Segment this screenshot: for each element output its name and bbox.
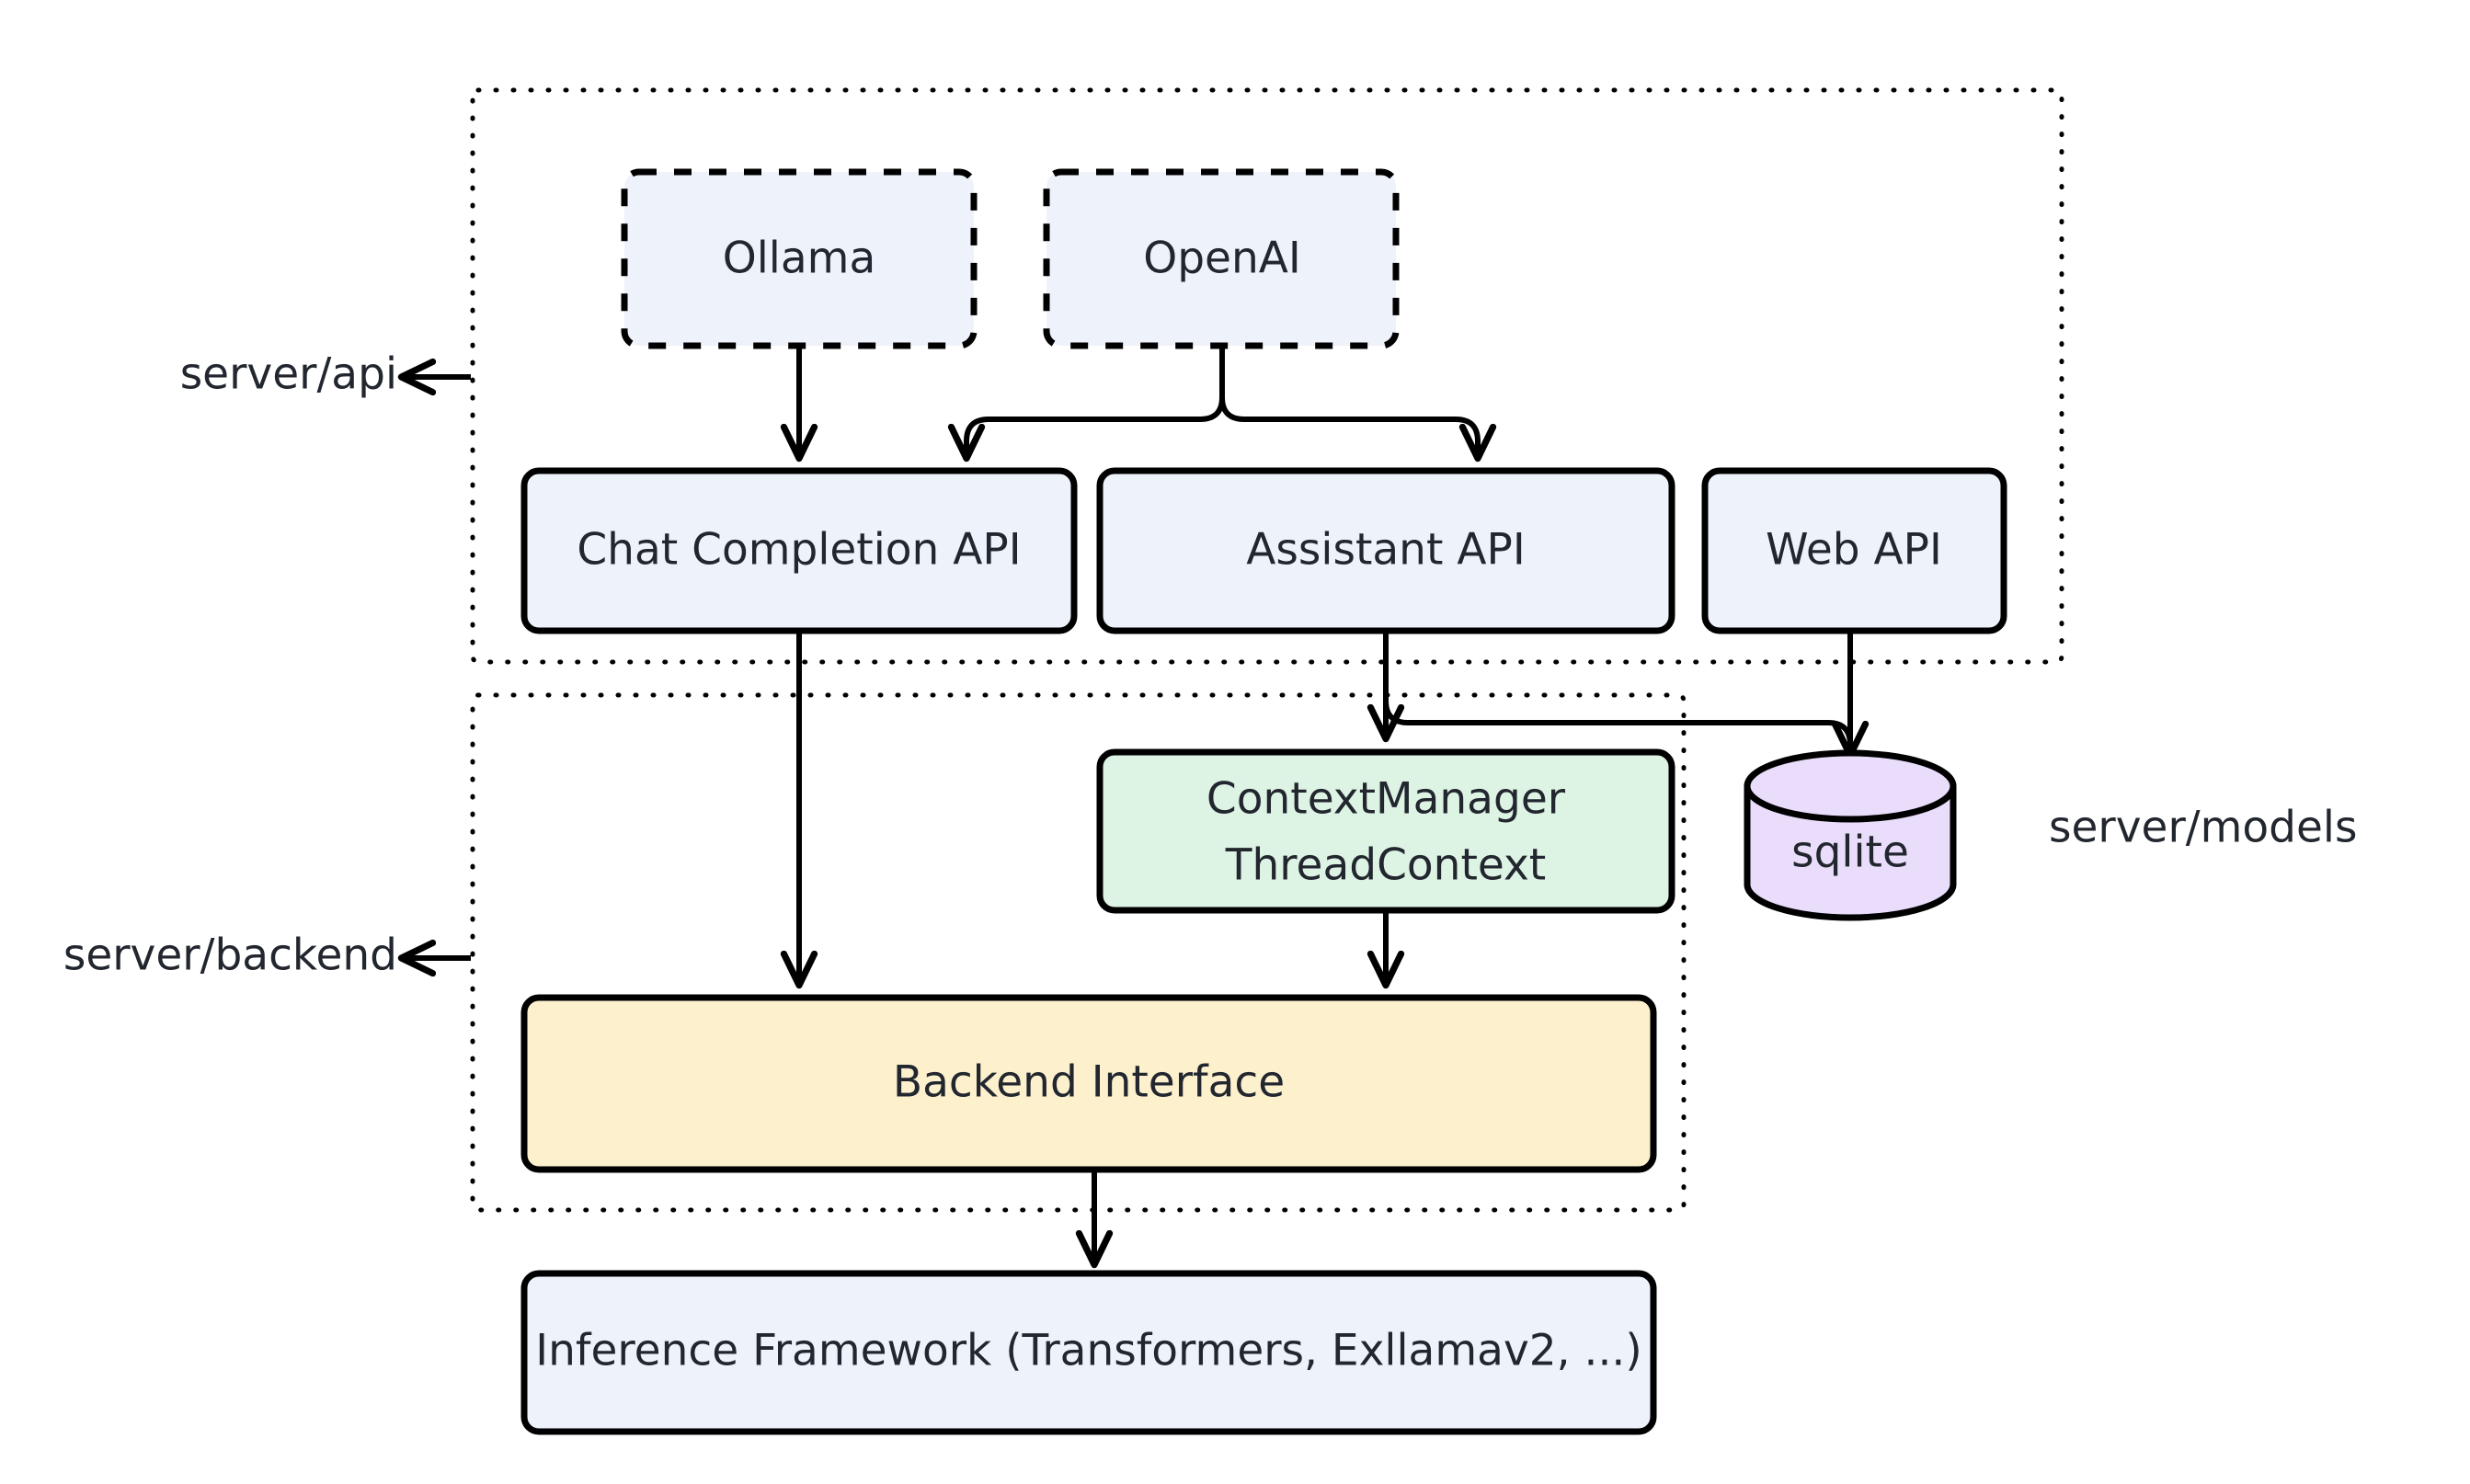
node-sqlite[interactable]: sqlite: [1744, 749, 1957, 921]
node-context-manager-label-line2: ThreadContext: [1225, 840, 1546, 891]
group-label-server-api: server/api: [180, 349, 397, 400]
node-inference-framework-label: Inference Framework (Transformers, Exlla…: [535, 1326, 1641, 1376]
group-server-backend-border: [470, 692, 1687, 1213]
node-sqlite-body: [1744, 782, 1957, 921]
node-openai[interactable]: OpenAI: [1043, 168, 1400, 349]
node-context-manager-label-line1: ContextManager: [1206, 774, 1566, 825]
node-assistant-api-label: Assistant API: [1246, 525, 1525, 576]
node-context-manager[interactable]: ContextManager ThreadContext: [1096, 748, 1675, 914]
node-inference-framework-shape: [520, 1270, 1657, 1435]
node-sqlite-top-ellipse: [1744, 749, 1957, 823]
node-context-manager-shape: [1096, 748, 1675, 914]
node-backend-interface-shape: [520, 994, 1657, 1173]
node-assistant-api-shape: [1096, 467, 1675, 634]
node-web-api-shape: [1701, 467, 2007, 634]
node-chat-completion-api-label: Chat Completion API: [577, 525, 1021, 576]
group-label-server-backend: server/backend: [63, 930, 397, 981]
node-openai-label: OpenAI: [1143, 234, 1301, 284]
node-sqlite-label: sqlite: [1791, 828, 1909, 878]
node-assistant-api[interactable]: Assistant API: [1096, 467, 1675, 634]
edge-openai-to-chat-completion-api: [947, 343, 1225, 462]
node-web-api[interactable]: Web API: [1701, 467, 2007, 634]
node-ollama-shape: [621, 168, 978, 349]
node-ollama[interactable]: Ollama: [621, 168, 978, 349]
node-chat-completion-api[interactable]: Chat Completion API: [520, 467, 1078, 634]
node-ollama-label: Ollama: [723, 234, 876, 284]
node-chat-completion-api-shape: [520, 467, 1078, 634]
edge-openai-to-assistant-api: [1219, 343, 1497, 462]
node-inference-framework[interactable]: Inference Framework (Transformers, Exlla…: [520, 1270, 1657, 1435]
group-label-server-models: server/models: [2049, 803, 2357, 853]
node-web-api-label: Web API: [1766, 525, 1942, 576]
node-backend-interface-label: Backend Interface: [893, 1057, 1285, 1108]
node-backend-interface[interactable]: Backend Interface: [520, 994, 1657, 1173]
edge-assistant-api-to-sqlite: [1383, 628, 1853, 755]
node-openai-shape: [1043, 168, 1400, 349]
group-server-api-border: [470, 87, 2064, 665]
